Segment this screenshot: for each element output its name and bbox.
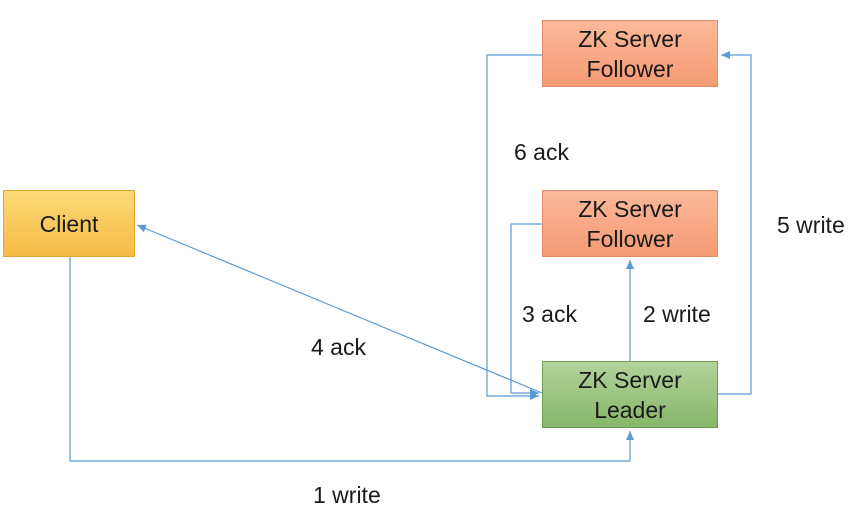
client-node-label: Client	[39, 210, 99, 237]
edge-5-write-line	[718, 51, 752, 395]
follower-middle-node: ZK Server Follower	[542, 190, 718, 257]
client-node: Client	[3, 190, 135, 257]
edge-5-write-label: 5 write	[777, 212, 845, 238]
leader-node-line-2: Leader	[594, 396, 666, 423]
edge-3-ack-label: 3 ack	[522, 301, 577, 327]
edge-6-ack-line	[486, 54, 542, 400]
edge-4-ack-line	[136, 224, 552, 401]
follower-top-node-line-2: Follower	[586, 55, 674, 82]
leader-node-line-1: ZK Server	[578, 366, 682, 393]
edge-6-ack-label: 6 ack	[514, 139, 569, 165]
follower-middle-node-line-1: ZK Server	[578, 195, 682, 222]
follower-middle-node-line-2: Follower	[586, 225, 674, 252]
edge-1-write-line	[69, 257, 634, 462]
edge-2-write-label: 2 write	[643, 301, 711, 327]
edge-4-ack-label: 4 ack	[311, 334, 366, 360]
follower-top-node-line-1: ZK Server	[578, 25, 682, 52]
leader-node: ZK Server Leader	[542, 361, 718, 428]
follower-top-node: ZK Server Follower	[542, 20, 718, 87]
edge-1-write-label: 1 write	[313, 482, 381, 508]
